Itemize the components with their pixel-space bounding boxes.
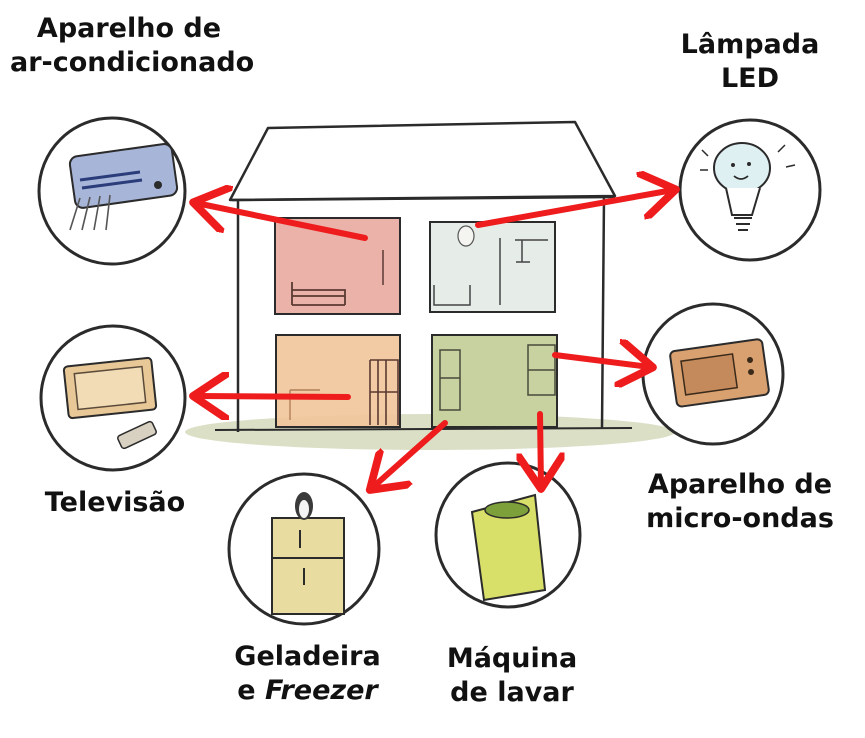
arrows — [196, 190, 673, 488]
house — [185, 120, 675, 450]
arrow-to-led-lamp — [475, 190, 673, 228]
house-roof — [228, 120, 617, 202]
television-circle — [39, 324, 187, 472]
microwave-icon — [669, 338, 770, 408]
kitchen — [431, 334, 558, 428]
air-conditioner-label: Aparelho de ar-condicionado — [10, 12, 255, 80]
washing-machine-icon — [470, 493, 547, 602]
penguin-icon — [295, 492, 313, 520]
led-lamp-icon — [713, 142, 771, 231]
led-lamp-label: Lâmpada LED — [660, 28, 840, 96]
fridge-circle — [227, 472, 381, 626]
fridge-label-line1: Geladeira — [234, 641, 381, 672]
arrow-to-microwave — [552, 355, 650, 367]
washing-machine-label: Máquina de lavar — [438, 642, 586, 710]
fridge-label-line2-prefix: e — [237, 675, 265, 706]
microwave-label-line1: Aparelho de — [647, 469, 833, 500]
arrow-to-fridge — [372, 420, 448, 488]
television-label: Televisão — [30, 486, 200, 520]
television-label-line1: Televisão — [44, 487, 186, 518]
arrow-to-television — [196, 396, 351, 397]
air-conditioner-label-line1: Aparelho de — [36, 13, 222, 44]
led-lamp-circle — [678, 118, 822, 262]
washing-machine-label-line1: Máquina — [446, 643, 578, 674]
fridge-icon — [271, 517, 345, 615]
washing-machine-circle — [434, 461, 582, 609]
air-conditioner-icon — [68, 143, 179, 209]
led-lamp-label-line2: LED — [720, 63, 780, 94]
microwave-circle — [641, 302, 785, 446]
fridge-label: Geladeira e Freezer — [225, 640, 390, 708]
air-conditioner-label-line2: ar-condicionado — [10, 47, 255, 78]
remote-control-icon — [117, 420, 157, 450]
bathroom — [429, 221, 556, 313]
arrow-to-washing-machine — [540, 411, 541, 486]
house-floor-line — [214, 427, 633, 431]
television-icon — [62, 356, 158, 420]
washing-machine-label-line2: de lavar — [450, 677, 574, 708]
microwave-label-line2: micro-ondas — [646, 503, 834, 534]
living-room — [275, 334, 401, 428]
led-lamp-label-line1: Lâmpada — [680, 29, 820, 60]
arrow-to-air-conditioner — [196, 203, 368, 241]
fridge-label-line2: e Freezer — [225, 674, 390, 708]
fridge-label-line2-italic: Freezer — [264, 675, 378, 706]
air-conditioner-circle — [37, 116, 187, 266]
microwave-label: Aparelho de micro-ondas — [635, 468, 845, 536]
